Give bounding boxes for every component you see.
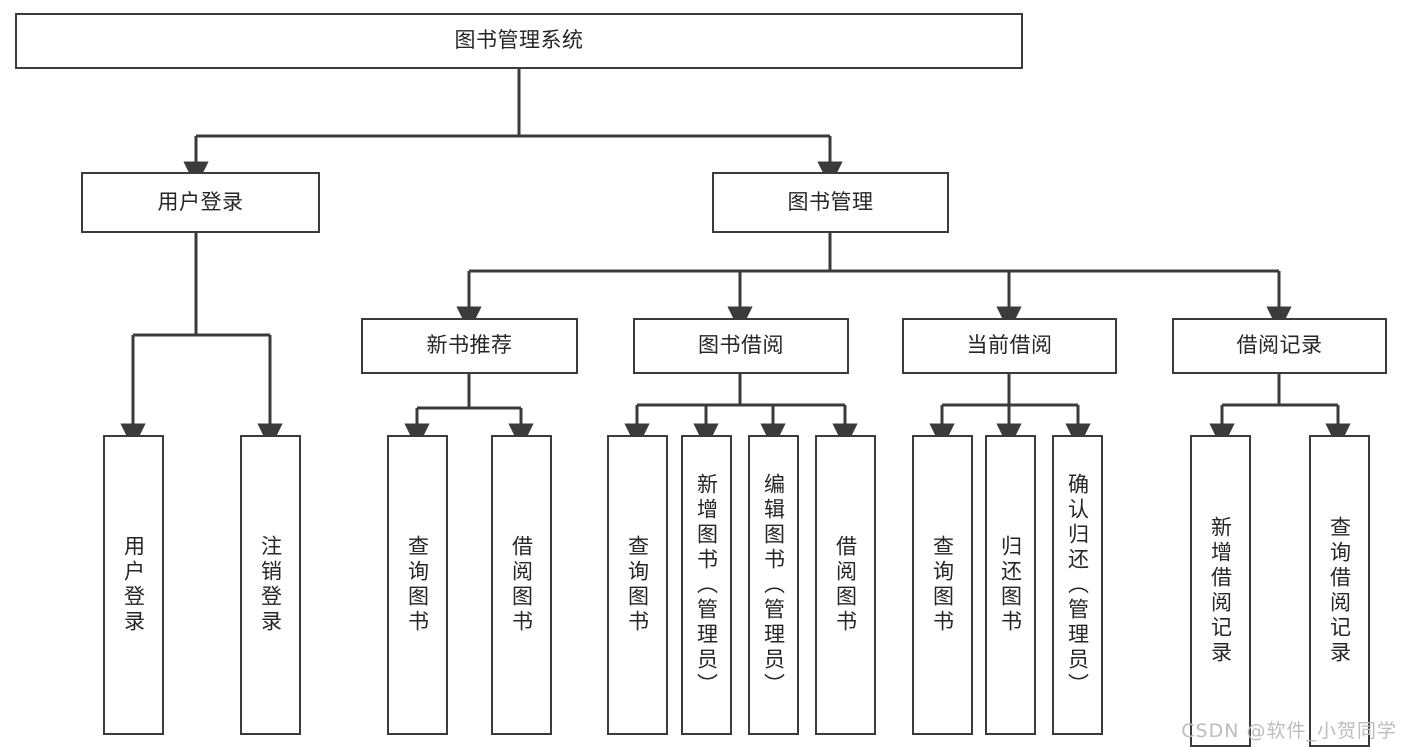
node-root-book-management-system[interactable]: 图书管理系统 <box>15 13 1023 69</box>
node-label: 查询图书 <box>625 535 650 635</box>
leaf-user-login[interactable]: 用户登录 <box>103 435 164 735</box>
leaf-new-book-borrow-books[interactable]: 借阅图书 <box>491 435 552 735</box>
node-current-borrow[interactable]: 当前借阅 <box>902 318 1117 374</box>
node-label: 归还图书 <box>998 535 1023 635</box>
node-book-borrow[interactable]: 图书借阅 <box>633 318 849 374</box>
watermark-text: CSDN @软件_小贺同学 <box>1181 720 1397 742</box>
node-label: 确认归还（管理员） <box>1065 472 1090 698</box>
leaf-record-add-borrow-record[interactable]: 新增借阅记录 <box>1190 435 1251 747</box>
leaf-logout[interactable]: 注销登录 <box>240 435 301 735</box>
node-label: 图书借阅 <box>698 333 784 358</box>
node-label: 当前借阅 <box>966 333 1053 358</box>
node-new-book-recommend[interactable]: 新书推荐 <box>361 318 578 374</box>
leaf-borrow-borrow-books[interactable]: 借阅图书 <box>815 435 876 735</box>
node-label: 借阅图书 <box>509 535 534 635</box>
node-label: 新增图书（管理员） <box>694 472 719 698</box>
leaf-new-book-query-books[interactable]: 查询图书 <box>387 435 448 735</box>
node-label: 注销登录 <box>258 535 283 635</box>
node-user-login[interactable]: 用户登录 <box>81 172 320 233</box>
node-label: 新书推荐 <box>426 333 513 358</box>
node-label: 图书管理系统 <box>454 28 584 53</box>
leaf-current-query-books[interactable]: 查询图书 <box>912 435 973 735</box>
node-borrow-record[interactable]: 借阅记录 <box>1172 318 1387 374</box>
node-label: 查询图书 <box>405 535 430 635</box>
node-label: 借阅记录 <box>1236 333 1323 358</box>
node-label: 图书管理 <box>787 189 874 214</box>
node-label: 用户登录 <box>121 535 146 635</box>
leaf-current-confirm-return-admin[interactable]: 确认归还（管理员） <box>1052 435 1103 735</box>
leaf-borrow-add-book-admin[interactable]: 新增图书（管理员） <box>681 435 732 735</box>
node-label: 查询图书 <box>930 535 955 635</box>
node-label: 编辑图书（管理员） <box>761 472 786 698</box>
node-label: 查询借阅记录 <box>1327 516 1352 666</box>
node-label: 新增借阅记录 <box>1208 516 1233 666</box>
node-label: 借阅图书 <box>833 535 858 635</box>
leaf-current-return-books[interactable]: 归还图书 <box>985 435 1036 735</box>
node-label: 用户登录 <box>157 189 244 214</box>
leaf-borrow-query-books[interactable]: 查询图书 <box>607 435 668 735</box>
node-book-management[interactable]: 图书管理 <box>712 172 949 233</box>
leaf-record-query-borrow-record[interactable]: 查询借阅记录 <box>1309 435 1370 747</box>
leaf-borrow-edit-book-admin[interactable]: 编辑图书（管理员） <box>748 435 799 735</box>
